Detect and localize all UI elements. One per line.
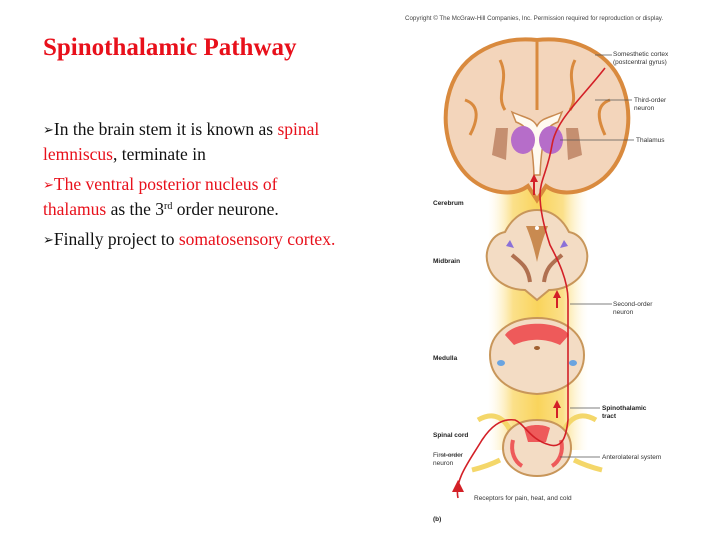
highlight-term: The ventral posterior nucleus of thalamu… xyxy=(43,174,278,219)
arrow-bullet-icon: ➢ xyxy=(43,177,54,192)
pathway-glow xyxy=(488,160,588,450)
thalamus-right xyxy=(539,126,563,154)
arrow-bullet-icon: ➢ xyxy=(43,232,54,247)
spinal-cord-section xyxy=(471,413,603,478)
thalamus-left xyxy=(511,126,535,154)
region-label-midbrain: Midbrain xyxy=(433,258,461,265)
pathway-lines xyxy=(456,67,606,499)
region-label-spinal-cord: Spinal cord xyxy=(433,432,469,439)
leader-lines xyxy=(440,54,634,458)
callout-second-order-neuron: Second-order neuron xyxy=(613,301,653,316)
highlight-term: somatosensory cortex. xyxy=(178,229,336,249)
slide-title: Spinothalamic Pathway xyxy=(43,34,297,61)
up-arrow-icons xyxy=(452,174,561,492)
midbrain-section xyxy=(485,208,589,302)
bullet-item: ➢Finally project to somatosensory cortex… xyxy=(43,229,336,249)
callout-third-order-neuron: Third-order neuron xyxy=(634,97,667,112)
callout-thalamus: Thalamus xyxy=(636,137,665,144)
callout-anterolateral-system: Anterolateral system xyxy=(602,454,662,461)
bullet-list: ➢In the brain stem it is known as spinal… xyxy=(43,117,343,258)
bullet-item: ➢In the brain stem it is known as spinal… xyxy=(43,119,320,164)
callout-spinothalamic-tract: Spinothalamic tract xyxy=(602,405,647,420)
region-label-medulla: Medulla xyxy=(433,355,458,362)
panel-label: (b) xyxy=(433,516,442,523)
callout-receptors: Receptors for pain, heat, and cold xyxy=(474,495,572,502)
callout-somesthetic-cortex: Somesthetic cortex (postcentral gyrus) xyxy=(613,51,669,66)
copyright-notice: Copyright © The McGraw-Hill Companies, I… xyxy=(405,15,664,22)
arrow-bullet-icon: ➢ xyxy=(43,122,54,137)
medulla-section xyxy=(488,316,586,396)
callout-first-order-neuron: First-order neuron xyxy=(433,452,463,467)
spinothalamic-diagram xyxy=(440,37,634,499)
bullet-item: ➢The ventral posterior nucleus of thalam… xyxy=(43,174,279,219)
region-label-cerebrum: Cerebrum xyxy=(433,200,464,207)
cerebrum-section xyxy=(443,37,631,204)
highlight-term: spinal lemniscus xyxy=(43,119,320,164)
